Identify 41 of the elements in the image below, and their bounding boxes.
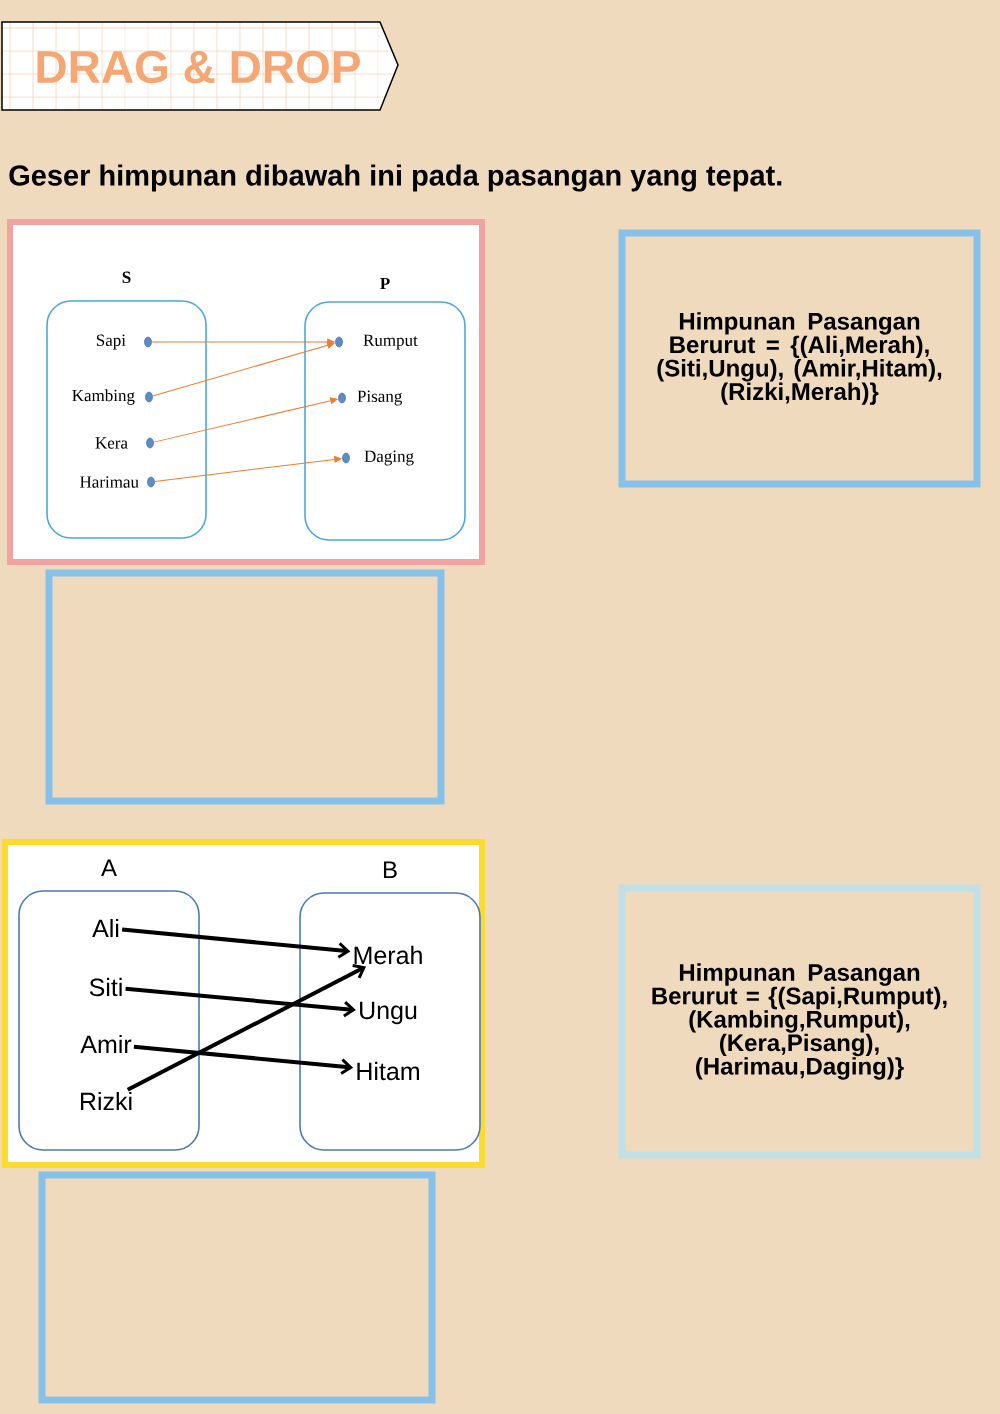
arrow	[152, 341, 335, 397]
set-element: Harimau	[80, 476, 155, 488]
node-label: Sapi	[96, 334, 126, 350]
set-element: Siti	[89, 977, 122, 997]
set-element: Kera	[95, 437, 154, 449]
arrow	[121, 927, 351, 959]
set-element: Kambing	[72, 389, 153, 405]
set-element: Ungu	[360, 1001, 417, 1025]
picture-panel	[7, 219, 485, 565]
instruction-text: Geser himpunan dibawah ini pada pasangan yang tepat.	[9, 164, 782, 192]
node-label: Pisang	[357, 390, 403, 406]
node-label: Kambing	[72, 389, 135, 405]
node-label: Daging	[364, 450, 414, 466]
node-label: P	[380, 277, 390, 290]
title: DRAG & DROP	[37, 50, 360, 84]
drop-box	[38, 1171, 436, 1404]
arrow	[153, 397, 338, 443]
node-label: Rumput	[363, 334, 418, 350]
set-element: Amir	[80, 1034, 132, 1054]
set-element: Rizki	[80, 1091, 132, 1111]
set-element: Hitam	[357, 1061, 419, 1081]
set-element: Pisang	[338, 390, 402, 406]
arrow	[133, 1044, 354, 1075]
set-element: Daging	[342, 450, 414, 466]
node-label: S	[122, 271, 131, 284]
set-element: Merah	[354, 945, 422, 965]
drop-box	[45, 569, 445, 805]
picture-panel	[2, 839, 485, 1168]
node-label: A	[101, 859, 117, 877]
set-element: Rumput	[335, 334, 418, 350]
arrow	[151, 338, 335, 346]
arrow	[154, 456, 342, 483]
set-element: Ali	[92, 918, 119, 938]
node-label: Harimau	[80, 476, 139, 488]
node-label: Kera	[95, 437, 128, 449]
node-label: B	[383, 861, 397, 879]
answer-card: Himpunan Pasangan Berurut = {(Sapi,Rumput), (Kambing,Rumput), (Kera,Pisang), (Harimau,Daging)}	[618, 884, 981, 1159]
arrow	[125, 986, 356, 1018]
arrow	[126, 963, 367, 1092]
answer-card: Himpunan Pasangan Berurut = {(Ali,Merah), (Siti,Ungu), (Amir,Hitam), (Rizki,Merah)}	[618, 229, 981, 488]
set-element: Sapi	[96, 334, 152, 350]
